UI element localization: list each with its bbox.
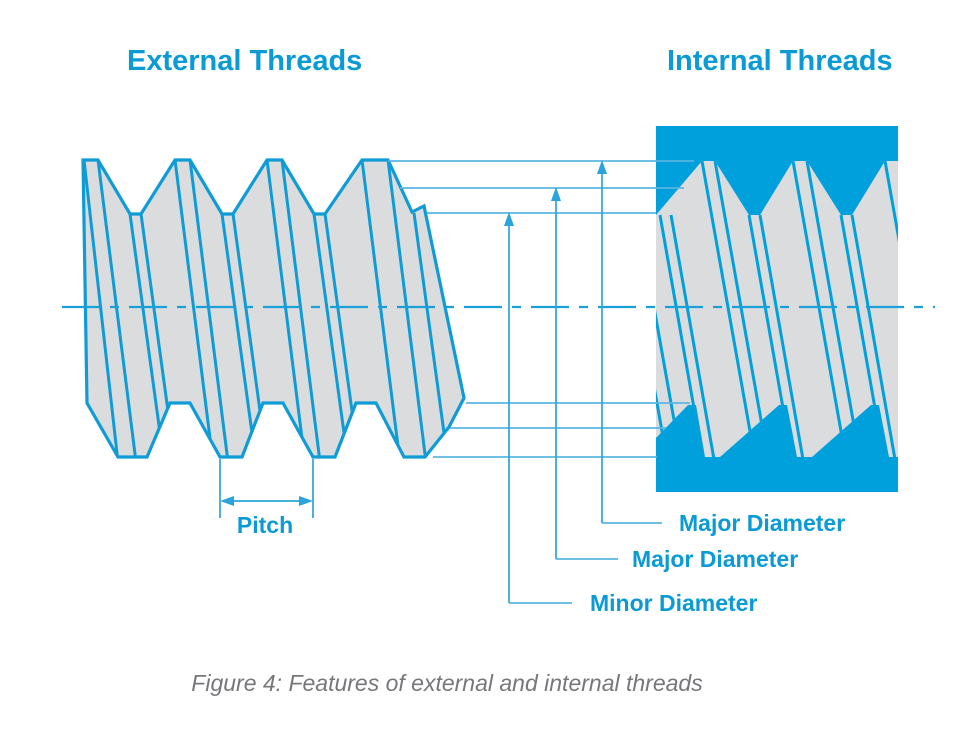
minor-diameter-dimension bbox=[504, 212, 572, 604]
dimension-lines bbox=[219, 160, 662, 604]
figure-caption: Figure 4: Features of external and inter… bbox=[191, 670, 703, 696]
external-thread-body bbox=[81, 158, 466, 459]
major-diameter-label-top: Major Diameter bbox=[679, 510, 846, 536]
up-arrow-icon bbox=[504, 212, 514, 226]
major-diameter-label-middle: Major Diameter bbox=[632, 546, 799, 572]
internal-thread-drawing bbox=[656, 126, 898, 492]
right-arrow-icon bbox=[299, 496, 313, 506]
external-threads-title: External Threads bbox=[127, 45, 363, 77]
external-thread-drawing bbox=[81, 158, 466, 459]
major-diameter-mid-dimension bbox=[551, 187, 618, 560]
pitch-label: Pitch bbox=[236, 512, 294, 538]
minor-diameter-label: Minor Diameter bbox=[590, 590, 758, 616]
left-arrow-icon bbox=[220, 496, 234, 506]
up-arrow-icon bbox=[551, 187, 561, 201]
up-arrow-icon bbox=[597, 160, 607, 174]
external-helix-lines bbox=[83, 160, 450, 457]
major-diameter-top-dimension bbox=[597, 160, 662, 524]
extension-lines bbox=[388, 160, 694, 458]
internal-helix-lines bbox=[656, 161, 898, 457]
pitch-dimension bbox=[219, 459, 314, 518]
internal-threads-title: Internal Threads bbox=[667, 45, 893, 77]
